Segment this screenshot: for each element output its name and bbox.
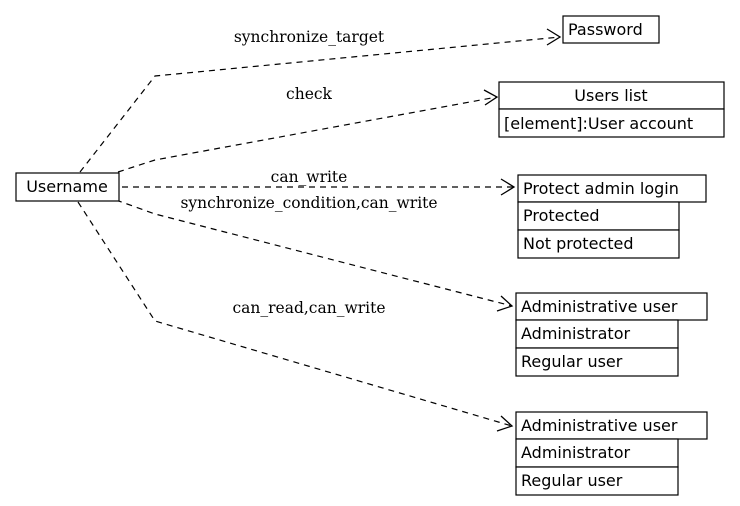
edge-can-write: can_write — [122, 168, 516, 196]
node-protect-admin-login: Protect admin login Protected Not protec… — [517, 174, 707, 259]
node-label-administrative-user-1: Administrative user — [521, 297, 678, 316]
node-administrative-user-2: Administrative user Administrator Regula… — [515, 411, 708, 496]
node-row-administrator-1: Administrator — [521, 324, 630, 343]
edge-label-synchronize-condition-can-write: synchronize_condition,can_write — [180, 194, 437, 212]
node-label-protect-admin-login: Protect admin login — [523, 179, 679, 198]
edge-synchronize-condition-can-write: synchronize_condition,can_write — [115, 194, 514, 312]
node-row-regular-user-1: Regular user — [521, 352, 623, 371]
node-administrative-user-1: Administrative user Administrator Regula… — [515, 292, 708, 377]
node-username: Username — [15, 172, 120, 202]
edge-check: check — [117, 85, 499, 173]
edge-label-can-write: can_write — [271, 168, 348, 186]
node-label-users-list: Users list — [574, 86, 647, 105]
edge-label-check: check — [286, 85, 333, 103]
node-row-protected: Protected — [523, 206, 600, 225]
node-row-regular-user-2: Regular user — [521, 471, 623, 490]
node-users-list: Users list [element]:User account — [498, 81, 725, 138]
node-label-username: Username — [26, 177, 108, 196]
node-row-user-account: [element]:User account — [504, 114, 693, 133]
edge-label-can-read-can-write: can_read,can_write — [232, 299, 385, 317]
node-password: Password — [562, 15, 660, 44]
node-row-not-protected: Not protected — [523, 234, 633, 253]
edge-label-synchronize-target: synchronize_target — [234, 28, 385, 46]
node-label-administrative-user-2: Administrative user — [521, 416, 678, 435]
node-label-password: Password — [568, 20, 643, 39]
node-row-administrator-2: Administrator — [521, 443, 630, 462]
edge-can-read-can-write: can_read,can_write — [77, 201, 514, 432]
edge-synchronize-target: synchronize_target — [79, 28, 562, 173]
